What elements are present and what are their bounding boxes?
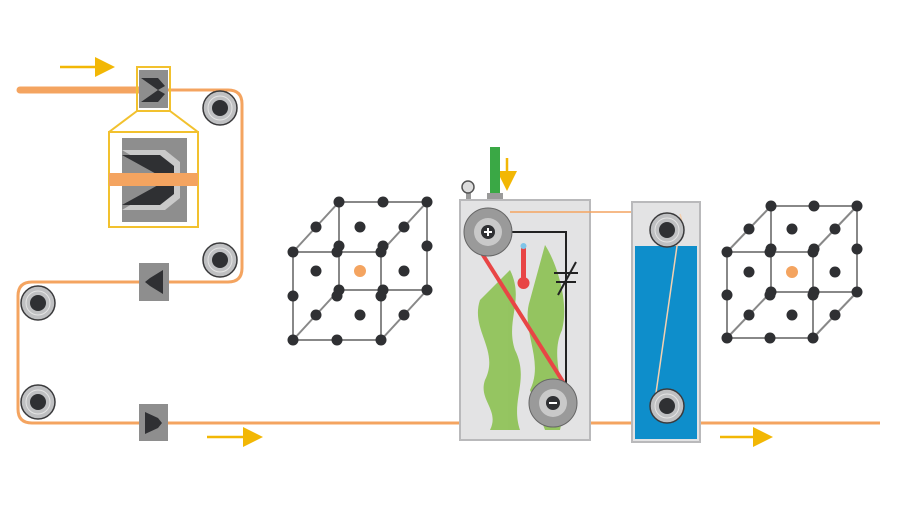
electrode-red [474,242,569,390]
atom [743,223,755,235]
atom [807,246,819,258]
variable-capacitor-icon [554,261,578,296]
atom [421,196,433,208]
atom [333,196,345,208]
atom [786,309,798,321]
atom [287,290,299,302]
atom [310,309,322,321]
atom [829,266,841,278]
atom [287,246,299,258]
roller-icon [20,285,56,321]
pressure-gauge-icon [461,180,475,199]
drawing-die-1 [108,66,199,228]
roller-icon [649,388,685,424]
gas-inlet-pipe [490,147,500,193]
roller-icon [202,242,238,278]
atom [354,221,366,233]
water-bath-tank [631,201,701,443]
atom [786,223,798,235]
atom [743,266,755,278]
crystal-lattice-2 [721,200,863,344]
atom [375,334,387,346]
atom [743,309,755,321]
roller-icon [649,212,685,248]
atom [721,332,733,344]
atom [287,334,299,346]
atom [764,289,776,301]
atom [331,290,343,302]
atom [764,246,776,258]
anode-plus-icon [463,207,513,257]
atom [829,309,841,321]
atom [421,284,433,296]
atom [354,309,366,321]
atom [331,334,343,346]
atom [765,200,777,212]
center-atom [354,265,366,277]
atom [851,243,863,255]
roller-icon [20,384,56,420]
atom [851,286,863,298]
gas-flames [477,245,565,430]
thermometer-icon [517,243,530,289]
drawing-die-2 [139,263,169,301]
atom [375,290,387,302]
atom [851,200,863,212]
atom [398,221,410,233]
drawing-die-3 [139,404,168,441]
atom [829,223,841,235]
atom [398,309,410,321]
atom [807,332,819,344]
atom [377,196,389,208]
atom [331,246,343,258]
atom [764,332,776,344]
electrolysis-tank [459,147,680,441]
atom [310,221,322,233]
atom [721,289,733,301]
atom [375,246,387,258]
crystal-lattice-1 [287,196,433,346]
atom [721,246,733,258]
atom [808,200,820,212]
cathode-minus-icon [528,378,578,428]
atom [421,240,433,252]
roller-icon [202,90,238,126]
atom [807,289,819,301]
circuit-wire [512,231,567,384]
atom [310,265,322,277]
atom [398,265,410,277]
center-atom [786,266,798,278]
